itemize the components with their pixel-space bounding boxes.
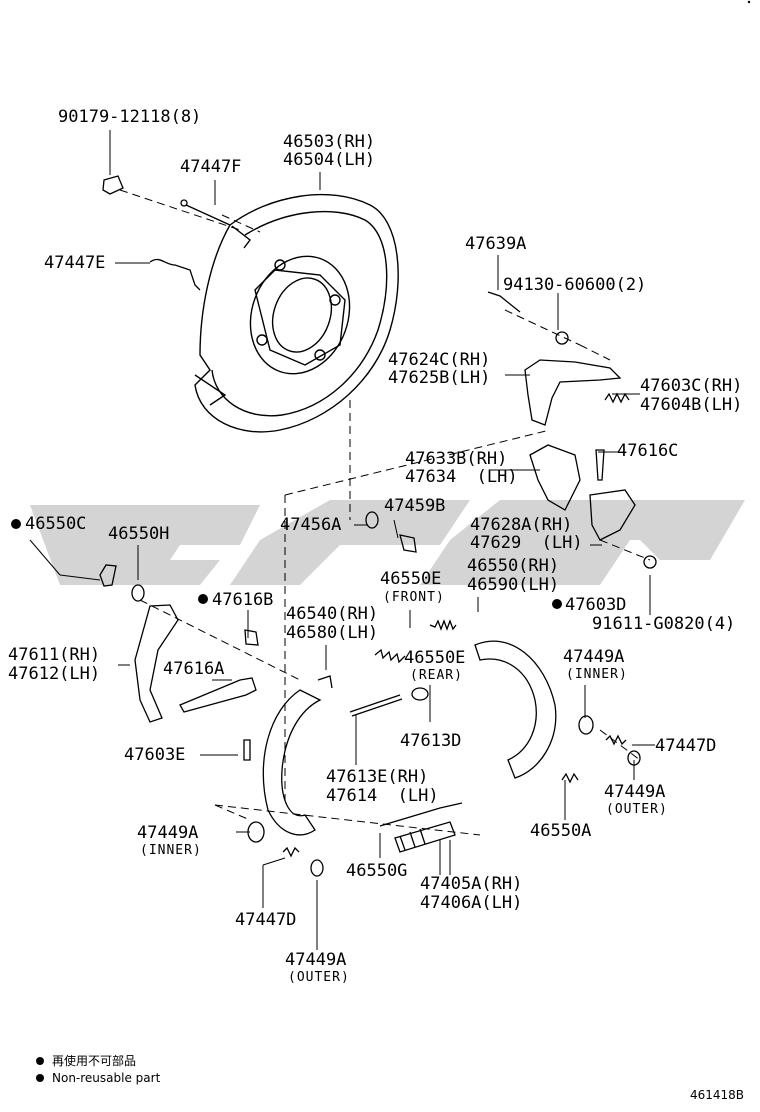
adjuster-47405A xyxy=(394,821,456,853)
label-46550G: 46550G xyxy=(346,861,408,881)
pin-47603E xyxy=(243,739,251,761)
sublabel-outer-right: (OUTER) xyxy=(606,802,668,817)
label-91611: 91611-G0820(4) xyxy=(592,614,736,634)
label-47456A: 47456A xyxy=(280,515,342,535)
label-47449A-inner-left: 47449A xyxy=(137,823,199,843)
label-46550A: 46550A xyxy=(530,821,592,841)
sublabel-outer-left: (OUTER) xyxy=(288,970,350,985)
cover-47633B xyxy=(529,444,581,511)
watermark-logo xyxy=(30,500,745,585)
legend-line-2: Non-reusable part xyxy=(36,1071,160,1085)
label-47449A-outer-right: 47449A xyxy=(604,782,666,802)
label-47613D: 47613D xyxy=(400,731,462,751)
label-46590: 46590(LH) xyxy=(467,575,560,595)
washer-47456A xyxy=(365,511,379,529)
bullet-icon xyxy=(36,1074,44,1082)
spring-47613E xyxy=(349,694,403,717)
pin-47616C xyxy=(595,449,605,481)
label-90179: 90179-12118(8) xyxy=(58,107,202,127)
spring-47603C xyxy=(604,392,630,404)
label-47405A: 47405A(RH) xyxy=(420,874,523,894)
label-47625B: 47625B(LH) xyxy=(388,368,491,388)
legend-text-en: Non-reusable part xyxy=(52,1071,161,1085)
bolt-94130 xyxy=(487,291,569,345)
label-46504: 46504(LH) xyxy=(283,150,376,170)
spring-47613D xyxy=(411,687,429,701)
label-47603D-right: 47603D xyxy=(565,595,627,615)
label-46503: 46503(RH) xyxy=(283,132,376,152)
cup-47449A-outer-right xyxy=(627,750,641,766)
label-47604B: 47604B(LH) xyxy=(640,395,743,415)
label-94130: 94130-60600(2) xyxy=(503,275,647,295)
label-47628A: 47628A(RH) xyxy=(470,515,573,535)
cup-47449A-outer-left xyxy=(310,859,324,877)
adjuster-47616A xyxy=(179,677,257,713)
spring-46550G xyxy=(379,802,463,827)
shoe-lever-47611 xyxy=(134,604,179,723)
shoe-46540 xyxy=(262,675,333,836)
label-47611: 47611(RH) xyxy=(8,645,101,665)
bolt-47447F xyxy=(180,199,231,226)
non-reusable-markers xyxy=(11,519,562,609)
label-47449A-outer-left: 47449A xyxy=(285,950,347,970)
label-47449A-inner-right: 47449A xyxy=(563,647,625,667)
label-46550E-rear: 46550E xyxy=(404,648,466,668)
label-46540: 46540(RH) xyxy=(286,604,379,624)
label-46550: 46550(RH) xyxy=(467,556,560,576)
label-46550E-front: 46550E xyxy=(380,569,442,589)
bracket-47447E xyxy=(149,258,201,291)
label-47603E: 47603E xyxy=(124,745,186,765)
label-47447F: 47447F xyxy=(180,157,242,177)
washer-46550H xyxy=(131,584,145,602)
shoe-46550 xyxy=(474,640,557,779)
label-47624C: 47624C(RH) xyxy=(388,350,491,370)
label-47447D-left: 47447D xyxy=(235,910,297,930)
sublabel-inner-right: (INNER) xyxy=(566,667,628,682)
label-47616A: 47616A xyxy=(163,659,225,679)
label-47603C: 47603C(RH) xyxy=(640,376,743,396)
plate-47628A xyxy=(589,489,657,569)
clip-46550C xyxy=(99,564,117,587)
sublabel-inner-left: (INNER) xyxy=(140,843,202,858)
label-47406A: 47406A(LH) xyxy=(420,893,523,913)
spring-46550A xyxy=(561,772,579,784)
label-47639A: 47639A xyxy=(465,234,527,254)
clip-47616B xyxy=(244,629,259,646)
label-47614: 47614 (LH) xyxy=(326,786,439,806)
label-47634: 47634 (LH) xyxy=(405,467,518,487)
label-47616B: 47616B xyxy=(212,590,274,610)
label-47447E: 47447E xyxy=(44,253,106,273)
label-47613E: 47613E(RH) xyxy=(326,767,429,787)
label-47616C: 47616C xyxy=(617,441,679,461)
label-46580: 46580(LH) xyxy=(286,623,379,643)
spring-47447D-right xyxy=(605,734,627,746)
spring-47447D-left xyxy=(282,846,300,858)
label-47447D-right: 47447D xyxy=(655,736,717,756)
corner-mark xyxy=(747,0,751,4)
cup-47449A-inner-left xyxy=(247,821,265,843)
label-47629: 47629 (LH) xyxy=(470,533,583,553)
sublabel-front: (FRONT) xyxy=(383,590,445,605)
label-47459B: 47459B xyxy=(384,496,446,516)
pin-47459B xyxy=(399,534,417,553)
lever-47624C xyxy=(524,359,622,426)
bolt-90179 xyxy=(102,175,124,195)
sublabel-rear: (REAR) xyxy=(410,668,463,683)
label-46550C: 46550C xyxy=(25,514,87,534)
legend-text-ja: 再使用不可部品 xyxy=(52,1054,137,1068)
backing-plate xyxy=(194,193,399,433)
spring-46550E-front xyxy=(374,619,457,664)
legend-line-1: 再使用不可部品 xyxy=(36,1054,136,1068)
label-47612: 47612(LH) xyxy=(8,664,101,684)
bullet-icon xyxy=(36,1057,44,1065)
cup-47449A-inner-right xyxy=(578,715,594,735)
label-46550H: 46550H xyxy=(108,524,170,544)
label-47633B: 47633B(RH) xyxy=(405,449,508,469)
diagram-code: 461418B xyxy=(689,1088,744,1102)
